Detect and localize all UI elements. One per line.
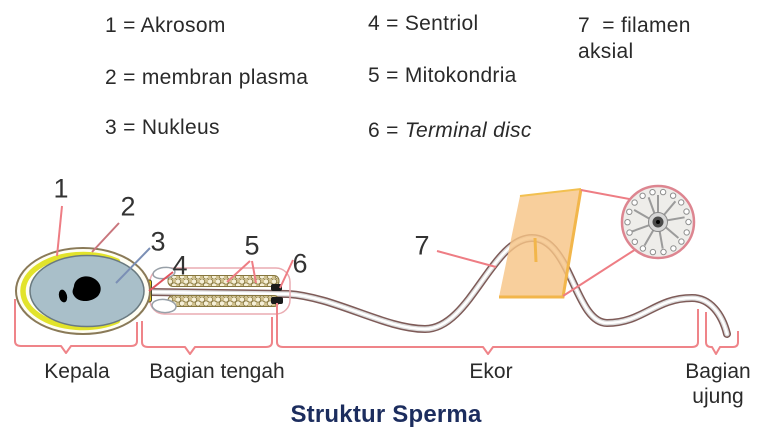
callout-2: 2	[120, 191, 136, 222]
section-cut-mark	[533, 237, 538, 263]
figure-title: Struktur Sperma	[290, 401, 482, 428]
region-label-bagian-tengah: Bagian tengah	[149, 360, 285, 383]
callout-6: 6	[292, 248, 308, 279]
terminal-disc-top	[271, 284, 282, 291]
cross-section-plane	[499, 188, 583, 299]
head	[15, 247, 151, 335]
legend-item-filamen-aksial: 7 = filamen aksial	[578, 14, 697, 64]
callout-5: 5	[244, 230, 260, 261]
leader-line-7	[436, 250, 497, 268]
region-label-kepala: Kepala	[44, 360, 110, 383]
callout-3: 3	[150, 226, 166, 257]
brace-bagian-ujung	[705, 312, 739, 355]
leader-line-6	[279, 259, 294, 289]
callout-1: 1	[53, 173, 69, 204]
legend-item-sentriol: 4 = Sentriol	[368, 12, 479, 35]
section-plane	[499, 189, 581, 297]
leader-line-4	[148, 271, 174, 292]
leader-line-2	[91, 222, 120, 253]
legend-item-akrosom: 1 = Akrosom	[105, 14, 226, 37]
brace-kepala	[14, 299, 138, 354]
leader-line-5	[226, 260, 257, 284]
terminal-disc-bottom	[271, 297, 283, 304]
callout-4: 4	[172, 250, 188, 281]
region-braces	[14, 299, 739, 355]
region-label-ekor: Ekor	[469, 360, 513, 383]
legend-item-mitokondria: 5 = Mitokondria	[368, 64, 517, 87]
leader-line-3	[115, 247, 151, 284]
nucleus-spot-large	[72, 276, 101, 302]
callout-7: 7	[414, 230, 430, 261]
region-label-bagian-ujung: Bagian ujung	[685, 360, 751, 408]
leader-line-1	[56, 205, 63, 257]
brace-bagian-tengah	[141, 317, 273, 355]
mitochondria-sheath-bottom	[167, 295, 280, 307]
nucleus-spot-small	[58, 289, 68, 303]
axoneme-cross-section	[620, 184, 696, 260]
legend-item-nukleus: 3 = Nukleus	[105, 116, 220, 139]
neck-loop-bottom	[151, 298, 177, 314]
mitochondria-sheath-top	[167, 275, 280, 287]
acrosome-band	[20, 251, 121, 331]
legend-item-terminal-disc: 6 = Terminal disc	[368, 119, 532, 142]
brace-ekor	[276, 303, 699, 355]
legend-item-membran-plasma: 2 = membran plasma	[105, 66, 309, 89]
